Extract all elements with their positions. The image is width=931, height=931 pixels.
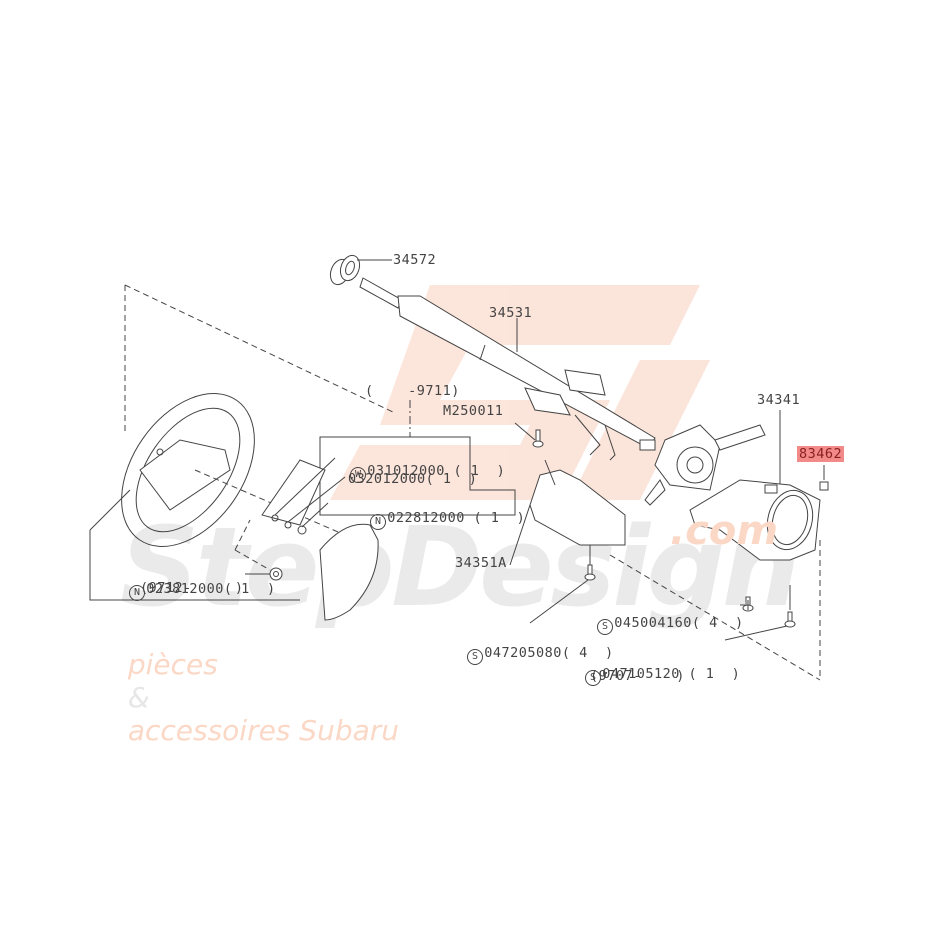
date-range-9711: ( -9711) — [365, 383, 460, 399]
upper-cover-part-icon — [689, 410, 821, 561]
part-label-34351A[interactable]: 34351A — [455, 555, 507, 571]
group-bracket-lines — [89, 436, 516, 601]
watermark-text-icon: StepDesign — [120, 503, 800, 631]
nut-mark-icon: N — [129, 585, 146, 601]
part-label-83462-highlighted[interactable]: 83462 — [797, 446, 845, 462]
part-label-34531[interactable]: 34531 — [489, 305, 533, 321]
part-label-34341[interactable]: 34341 — [757, 392, 801, 408]
washer-mark-icon: W — [350, 467, 367, 483]
horn-pad-part-icon — [319, 523, 379, 621]
part-number: 047105120 ( 1 ) — [602, 666, 741, 682]
part-number: 022812000 ( 1 ) — [387, 510, 526, 526]
watermark-tagline-amp: & — [127, 681, 150, 714]
steering-column-part-icon — [359, 277, 656, 461]
washer-plate-part-icon — [261, 457, 346, 535]
screw-part-icon — [724, 585, 796, 641]
svg-text:StepDesign: StepDesign — [120, 503, 800, 631]
part-label-34572[interactable]: 34572 — [393, 252, 437, 268]
lower-cover-part-icon — [509, 459, 626, 624]
watermark-domain: .com — [670, 508, 779, 554]
screw-mark-icon: S — [467, 649, 484, 665]
pin-part-icon — [819, 465, 829, 491]
combination-switch-part-icon — [644, 424, 766, 506]
part-label-032012000[interactable]: 032012000( 1 ) — [348, 471, 478, 487]
date-range-9707: (9707- ) — [590, 668, 685, 684]
bushing-part-icon — [329, 254, 392, 286]
part-number: 031012000 ( 1 ) — [367, 463, 506, 479]
nut-part-icon — [245, 567, 283, 581]
part-label-M250011[interactable]: M250011 — [443, 403, 504, 419]
steering-wheel-part-icon — [121, 393, 255, 547]
watermark-tagline-a: pièces — [127, 648, 218, 681]
dashed-guide-lines — [124, 284, 821, 681]
watermark-tagline: pièces & accessoires Subaru — [110, 615, 399, 747]
screw-mark-icon: S — [597, 619, 614, 635]
screw-mark-icon: S — [585, 670, 602, 686]
bolt-part-icon — [514, 422, 544, 448]
nut-mark-icon: N — [370, 514, 387, 530]
date-range-9712: (9712- ) — [140, 580, 244, 596]
watermark-tagline-b: accessoires Subaru — [127, 714, 400, 747]
part-number: 045004160( 4 ) — [614, 615, 744, 631]
part-number: 023812000( 1 ) — [146, 581, 276, 597]
part-number: 047205080( 4 ) — [484, 645, 614, 661]
